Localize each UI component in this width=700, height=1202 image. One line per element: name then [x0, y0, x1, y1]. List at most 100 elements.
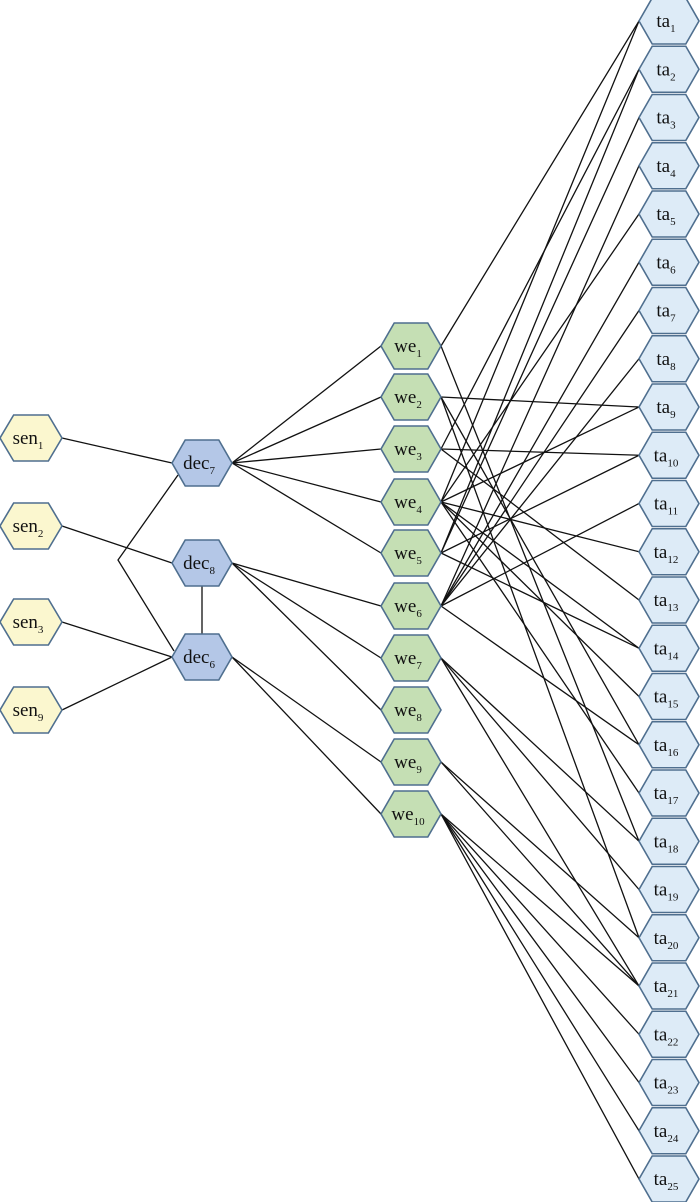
node-label-base: sen: [13, 700, 39, 721]
node-hexagon: [380, 373, 442, 421]
node-label-subscript: 5: [670, 216, 676, 228]
node-sen9: sen9: [0, 686, 63, 734]
node-ta4: ta4: [638, 141, 700, 190]
node-label-subscript: 10: [414, 816, 426, 828]
edge-we9-ta21: [440, 761, 640, 987]
node-label-base: we: [394, 596, 416, 617]
edge-dec8-we6: [231, 562, 382, 607]
node-label-base: ta: [654, 1169, 668, 1190]
node-label-subscript: 5: [416, 555, 422, 567]
node-label-base: we: [394, 648, 416, 669]
node-ta14: ta14: [638, 624, 700, 673]
edge-we6-ta11: [440, 502, 640, 607]
node-hexagon: [638, 1155, 700, 1202]
node-we4: we4: [380, 478, 442, 526]
edge-we4-ta5: [440, 213, 640, 503]
node-hexagon: [380, 790, 442, 838]
node-label-base: ta: [656, 59, 670, 80]
node-ta1: ta1: [638, 0, 700, 45]
node-label: ta14: [654, 638, 679, 662]
node-label: we5: [394, 543, 422, 567]
node-hexagon: [380, 738, 442, 786]
node-label-base: ta: [656, 204, 670, 225]
node-label: dec8: [183, 553, 215, 577]
node-label: ta4: [656, 156, 676, 180]
node-label-base: dec: [183, 647, 209, 668]
node-hexagon: [638, 720, 700, 769]
edge-we5-ta2: [440, 69, 640, 554]
node-dec6: dec6: [171, 633, 233, 681]
node-hexagon: [638, 383, 700, 431]
node-we1: we1: [380, 322, 442, 370]
node-label-base: we: [391, 804, 413, 825]
node-label-subscript: 21: [667, 988, 678, 1000]
edges-layer: [61, 20, 640, 1180]
node-ta16: ta16: [638, 720, 700, 769]
node-label-base: ta: [654, 928, 668, 949]
edge-we10-ta25: [440, 813, 640, 1180]
node-label-base: ta: [654, 445, 668, 466]
edge-dec6-we10: [231, 656, 382, 815]
node-label-subscript: 24: [667, 1133, 679, 1145]
node-label: ta5: [656, 204, 676, 228]
node-label-subscript: 9: [38, 712, 44, 724]
node-label-subscript: 18: [667, 843, 679, 855]
node-label: we9: [394, 752, 422, 776]
node-label-base: ta: [656, 252, 670, 273]
node-label-subscript: 6: [670, 264, 676, 276]
edge-we4-ta12: [440, 501, 640, 553]
edge-dec7-we1: [231, 345, 382, 464]
node-ta19: ta19: [638, 865, 700, 914]
node-sen2: sen2: [0, 502, 63, 550]
node-label-base: sen: [13, 516, 39, 537]
node-label-subscript: 25: [667, 1181, 679, 1193]
node-hexagon: [638, 141, 700, 190]
node-label: ta17: [654, 783, 679, 807]
node-hexagon: [638, 913, 700, 962]
node-ta8: ta8: [638, 334, 700, 383]
node-label: ta10: [654, 445, 679, 469]
node-label-subscript: 1: [670, 23, 676, 35]
node-hexagon: [638, 334, 700, 383]
node-ta17: ta17: [638, 769, 700, 817]
node-hexagon: [638, 431, 700, 480]
node-label-subscript: 17: [667, 795, 679, 807]
node-ta10: ta10: [638, 431, 700, 480]
edge-we6-ta7: [440, 310, 640, 607]
node-label: ta1: [656, 11, 675, 35]
node-hexagon: [638, 1106, 700, 1155]
node-label-base: ta: [654, 735, 668, 756]
node-label-subscript: 16: [667, 747, 679, 759]
node-label-subscript: 7: [209, 465, 215, 477]
node-hexagon: [380, 322, 442, 370]
edge-we2-ta20: [440, 396, 640, 938]
node-ta3: ta3: [638, 93, 700, 142]
node-label-subscript: 3: [670, 120, 676, 132]
node-hexagon: [638, 624, 700, 673]
node-label-base: ta: [654, 687, 668, 708]
node-ta13: ta13: [638, 576, 700, 624]
node-label: ta25: [654, 1169, 679, 1193]
node-label: ta19: [654, 880, 679, 904]
node-hexagon: [638, 769, 700, 817]
edge-dec7-we2: [231, 396, 382, 464]
node-we9: we9: [380, 738, 442, 786]
node-hexagon: [171, 439, 233, 487]
node-hexagon: [638, 1010, 700, 1059]
node-we6: we6: [380, 582, 442, 630]
edge-we2-ta9: [440, 396, 640, 408]
edge-sen2-dec8: [61, 525, 173, 564]
node-label-base: ta: [656, 397, 670, 418]
node-label: ta7: [656, 301, 676, 325]
node-label: ta13: [654, 590, 679, 614]
node-label-subscript: 15: [667, 699, 679, 711]
node-label-subscript: 8: [416, 712, 422, 724]
node-label-subscript: 11: [668, 506, 679, 518]
node-hexagon: [638, 527, 700, 576]
node-label-subscript: 2: [670, 71, 676, 83]
node-label: ta16: [654, 735, 679, 759]
edge-we10-ta22: [440, 813, 640, 1035]
node-label-subscript: 4: [416, 504, 422, 516]
node-label-base: we: [394, 492, 416, 513]
